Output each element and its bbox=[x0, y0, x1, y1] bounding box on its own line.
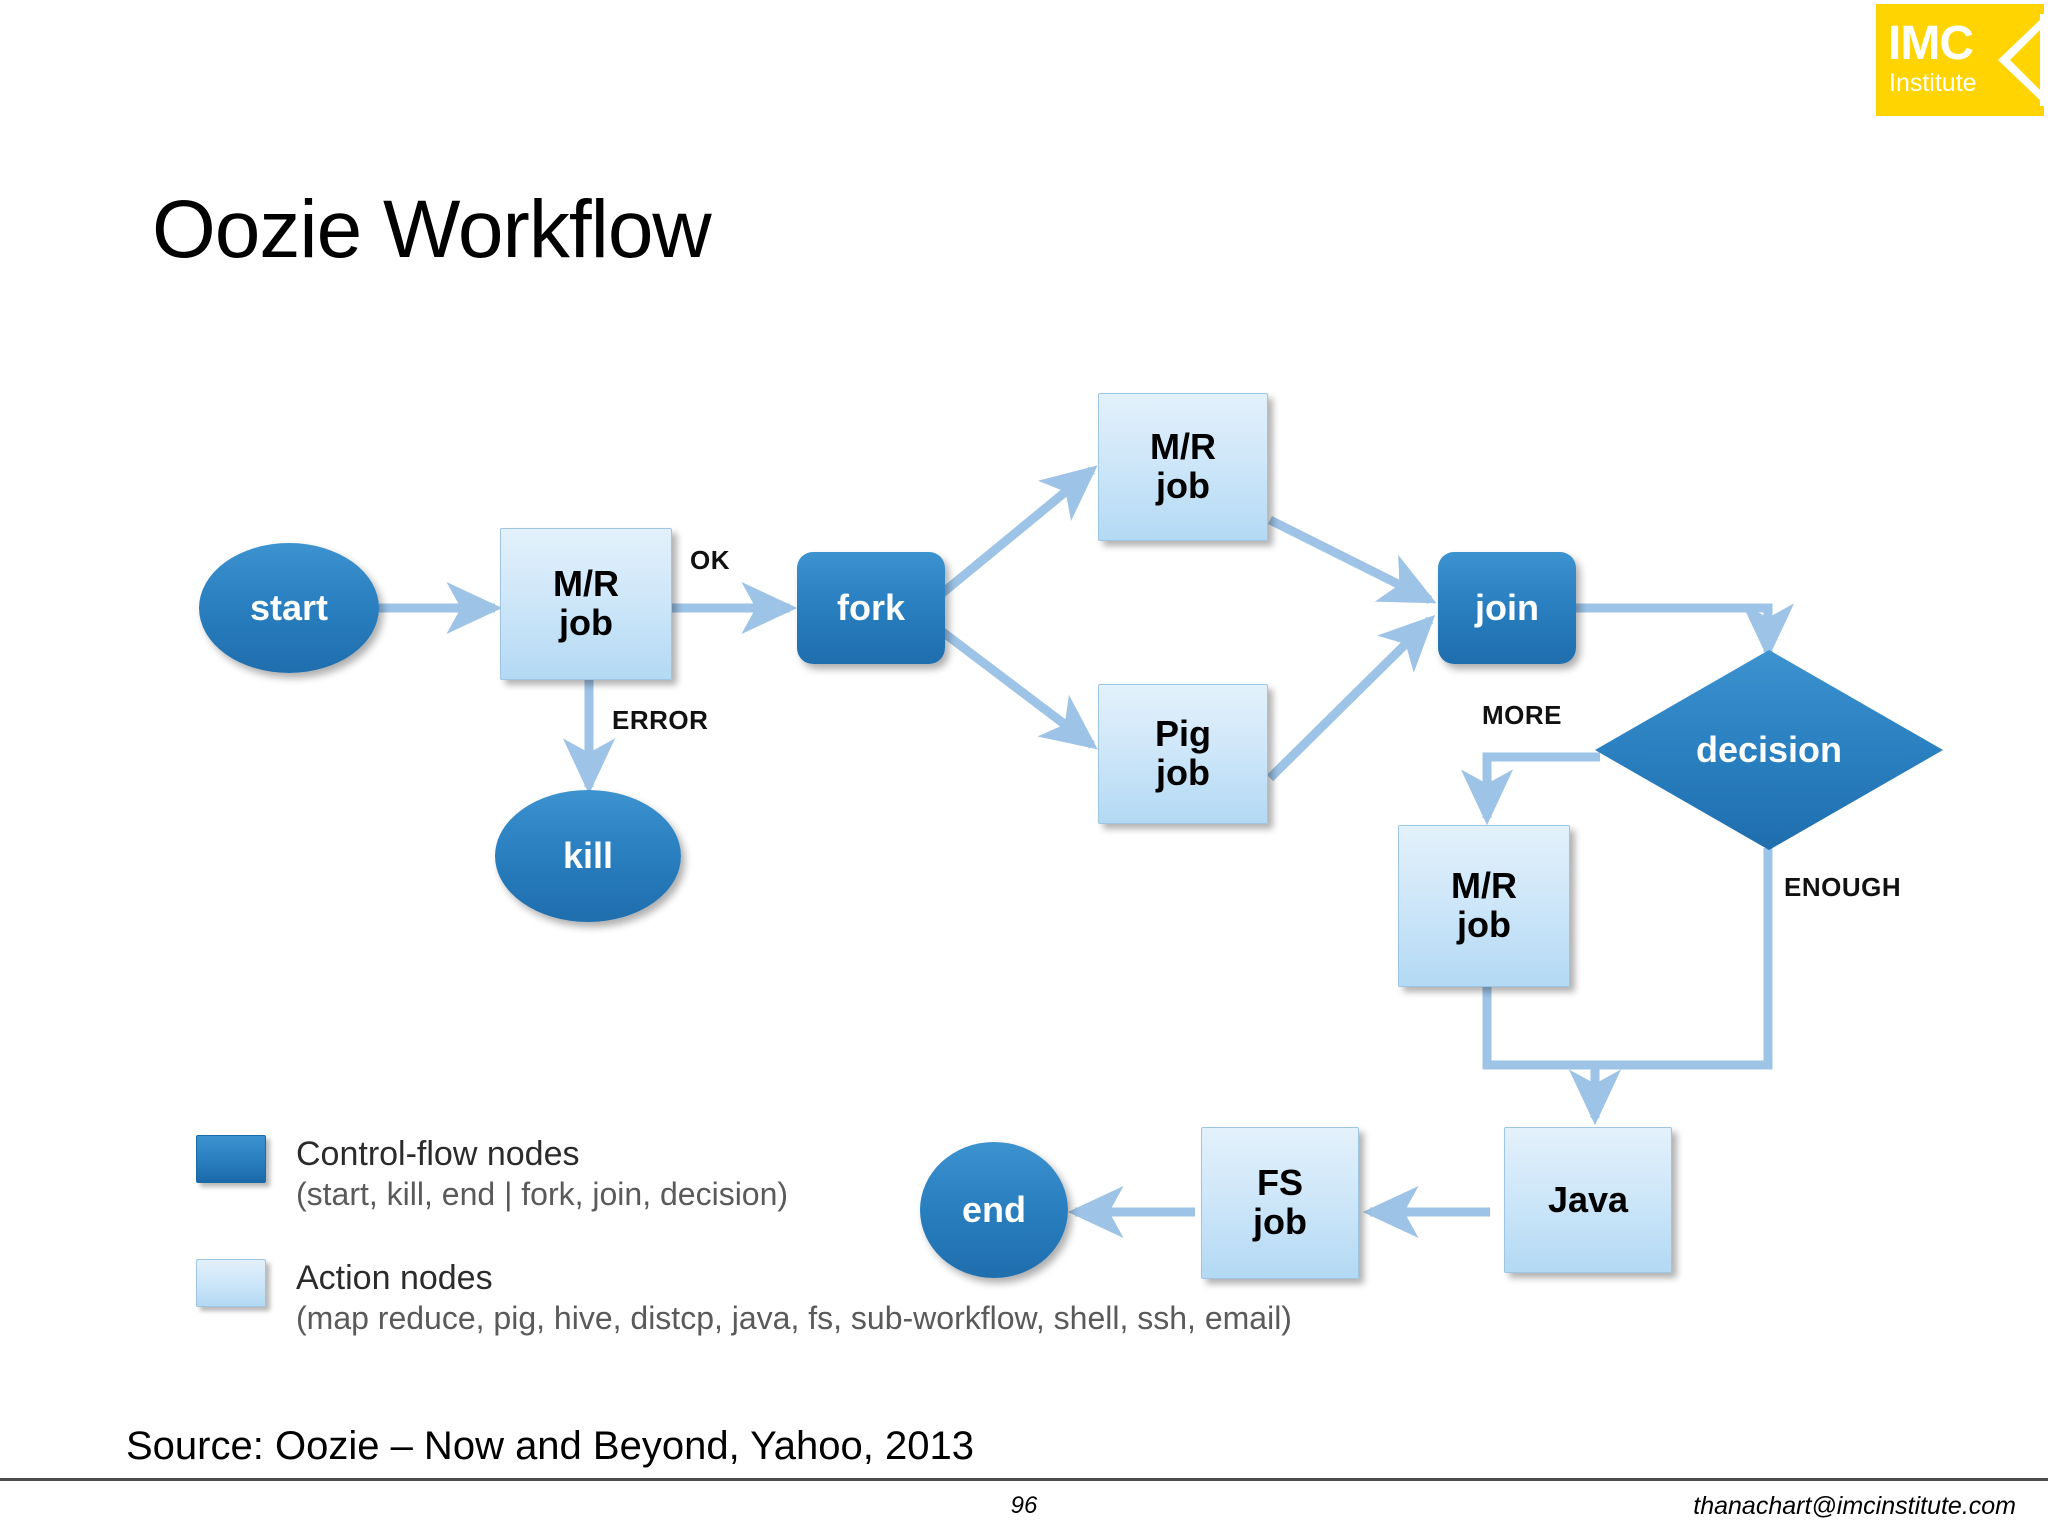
edge-fork-to-pigjob bbox=[937, 626, 1098, 750]
node-mr-job-3-label: M/R job bbox=[1451, 865, 1517, 945]
node-fs-job-label: FS job bbox=[1253, 1162, 1307, 1242]
edge-mrjob2-to-join bbox=[1267, 515, 1437, 605]
node-start[interactable]: start bbox=[199, 543, 379, 673]
imc-institute-logo: IMC Institute bbox=[1876, 4, 2044, 116]
footer-email: thanachart@imcinstitute.com bbox=[1693, 1492, 2016, 1520]
edge-label-enough: ENOUGH bbox=[1784, 872, 1902, 902]
logo-imc-text: IMC bbox=[1888, 17, 1974, 70]
node-decision-label: decision bbox=[1695, 728, 1843, 770]
node-fs-job[interactable]: FS job bbox=[1201, 1127, 1359, 1279]
edge-mrjob3-to-java bbox=[1482, 985, 1592, 1070]
node-java[interactable]: Java bbox=[1504, 1127, 1672, 1273]
node-mr-job-2[interactable]: M/R job bbox=[1098, 393, 1268, 541]
edge-label-error: ERROR bbox=[612, 705, 709, 735]
legend-row-control-flow: Control-flow nodes (start, kill, end | f… bbox=[196, 1135, 1336, 1213]
legend: Control-flow nodes (start, kill, end | f… bbox=[196, 1135, 1336, 1383]
page-number: 96 bbox=[1010, 1492, 1038, 1519]
footer-divider bbox=[0, 1478, 2048, 1481]
node-pig-job[interactable]: Pig job bbox=[1098, 684, 1268, 824]
page-title: Oozie Workflow bbox=[152, 183, 712, 275]
legend-text-action-nodes: Action nodes (map reduce, pig, hive, dis… bbox=[296, 1259, 1292, 1337]
node-start-label: start bbox=[249, 586, 329, 628]
logo-chevron-icon bbox=[1998, 14, 2044, 106]
edge-join-to-decision bbox=[1576, 603, 1795, 660]
node-fork[interactable]: fork bbox=[797, 552, 945, 664]
legend-swatch-control-flow bbox=[196, 1135, 266, 1183]
legend-title-action-nodes: Action nodes bbox=[296, 1258, 493, 1297]
source-citation: Source: Oozie – Now and Beyond, Yahoo, 2… bbox=[126, 1424, 974, 1468]
node-kill-label: kill bbox=[562, 834, 614, 876]
edge-fork-to-mrjob2 bbox=[937, 465, 1098, 599]
node-mr-job-1-label: M/R job bbox=[553, 563, 619, 643]
node-end[interactable]: end bbox=[920, 1142, 1068, 1278]
edge-label-ok: OK bbox=[690, 545, 730, 575]
legend-row-action-nodes: Action nodes (map reduce, pig, hive, dis… bbox=[196, 1258, 1336, 1337]
legend-swatch-action-nodes bbox=[196, 1258, 266, 1307]
legend-subtitle-control-flow: (start, kill, end | fork, join, decision… bbox=[296, 1176, 789, 1213]
node-decision[interactable]: decision bbox=[1595, 650, 1943, 850]
edge-decision-to-java bbox=[1568, 848, 1773, 1126]
legend-title-control-flow: Control-flow nodes bbox=[296, 1135, 580, 1173]
logo-institute-text: Institute bbox=[1889, 69, 1977, 97]
node-end-label: end bbox=[961, 1188, 1026, 1230]
node-kill[interactable]: kill bbox=[495, 790, 681, 922]
node-join-label: join bbox=[1475, 586, 1539, 628]
node-pig-job-label: Pig job bbox=[1154, 713, 1211, 793]
node-mr-job-1[interactable]: M/R job bbox=[500, 528, 672, 680]
edge-label-more: MORE bbox=[1482, 700, 1562, 730]
node-mr-job-2-label: M/R job bbox=[1150, 426, 1216, 506]
node-fork-label: fork bbox=[836, 586, 905, 628]
node-mr-job-3[interactable]: M/R job bbox=[1398, 825, 1570, 987]
node-join[interactable]: join bbox=[1438, 552, 1576, 664]
legend-subtitle-action-nodes: (map reduce, pig, hive, distcp, java, fs… bbox=[296, 1299, 1292, 1336]
node-java-label: Java bbox=[1547, 1178, 1629, 1220]
edge-pigjob-to-join bbox=[1266, 614, 1436, 782]
legend-text-control-flow: Control-flow nodes (start, kill, end | f… bbox=[296, 1135, 788, 1213]
edge-decision-to-mrjob3 bbox=[1460, 752, 1600, 826]
